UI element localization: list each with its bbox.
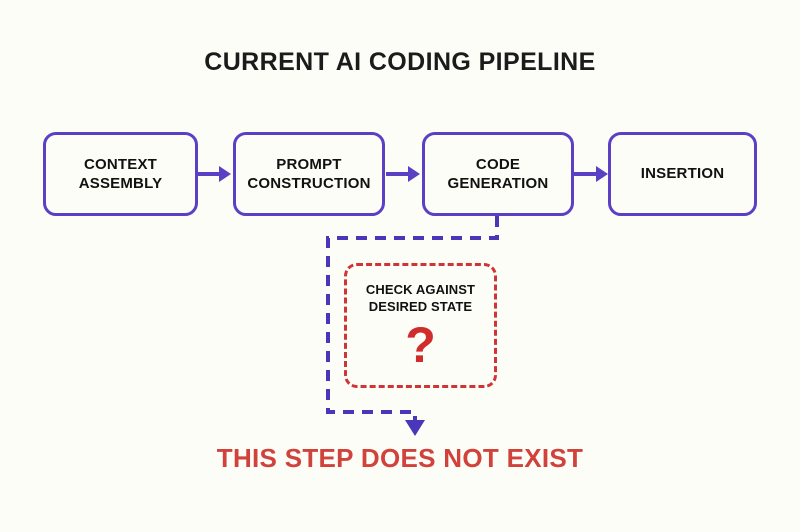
pipeline-stage-label: CONTEXT ASSEMBLY <box>79 155 163 193</box>
pipeline-stage-label: INSERTION <box>641 164 724 183</box>
stage-label-line-2: GENERATION <box>447 175 549 192</box>
arrow-right-icon-1 <box>197 166 231 182</box>
missing-step-label-line-1: CHECK AGAINST <box>365 282 476 297</box>
stage-label-line-1: CODE <box>475 155 521 173</box>
arrow-right-icon-3 <box>574 166 608 182</box>
pipeline-stage-code-generation[interactable]: CODE GENERATION <box>422 132 574 216</box>
pipeline-stage-label: CODE GENERATION <box>448 155 549 193</box>
pipeline-stage-label: PROMPT CONSTRUCTION <box>247 155 370 193</box>
missing-step-label: CHECK AGAINST DESIRED STATE <box>366 282 475 316</box>
question-mark-icon: ? <box>405 316 436 373</box>
pipeline-stage-prompt-construction[interactable]: PROMPT CONSTRUCTION <box>233 132 385 216</box>
stage-label-line-2: CONSTRUCTION <box>247 175 371 192</box>
missing-step-label-line-2: DESIRED STATE <box>368 298 473 314</box>
stage-label-line-1: INSERTION <box>640 165 725 183</box>
page-title: CURRENT AI CODING PIPELINE <box>204 48 596 76</box>
pipeline-stage-insertion[interactable]: INSERTION <box>608 132 757 216</box>
stage-label-line-2: ASSEMBLY <box>78 175 163 192</box>
stage-label-line-1: PROMPT <box>276 155 342 173</box>
stage-label-line-1: CONTEXT <box>83 155 158 173</box>
missing-step-box[interactable]: CHECK AGAINST DESIRED STATE ? <box>344 263 497 388</box>
callout-text: THIS STEP DOES NOT EXIST <box>216 443 584 473</box>
pipeline-stage-context-assembly[interactable]: CONTEXT ASSEMBLY <box>43 132 198 216</box>
arrow-right-icon-2 <box>386 166 420 182</box>
